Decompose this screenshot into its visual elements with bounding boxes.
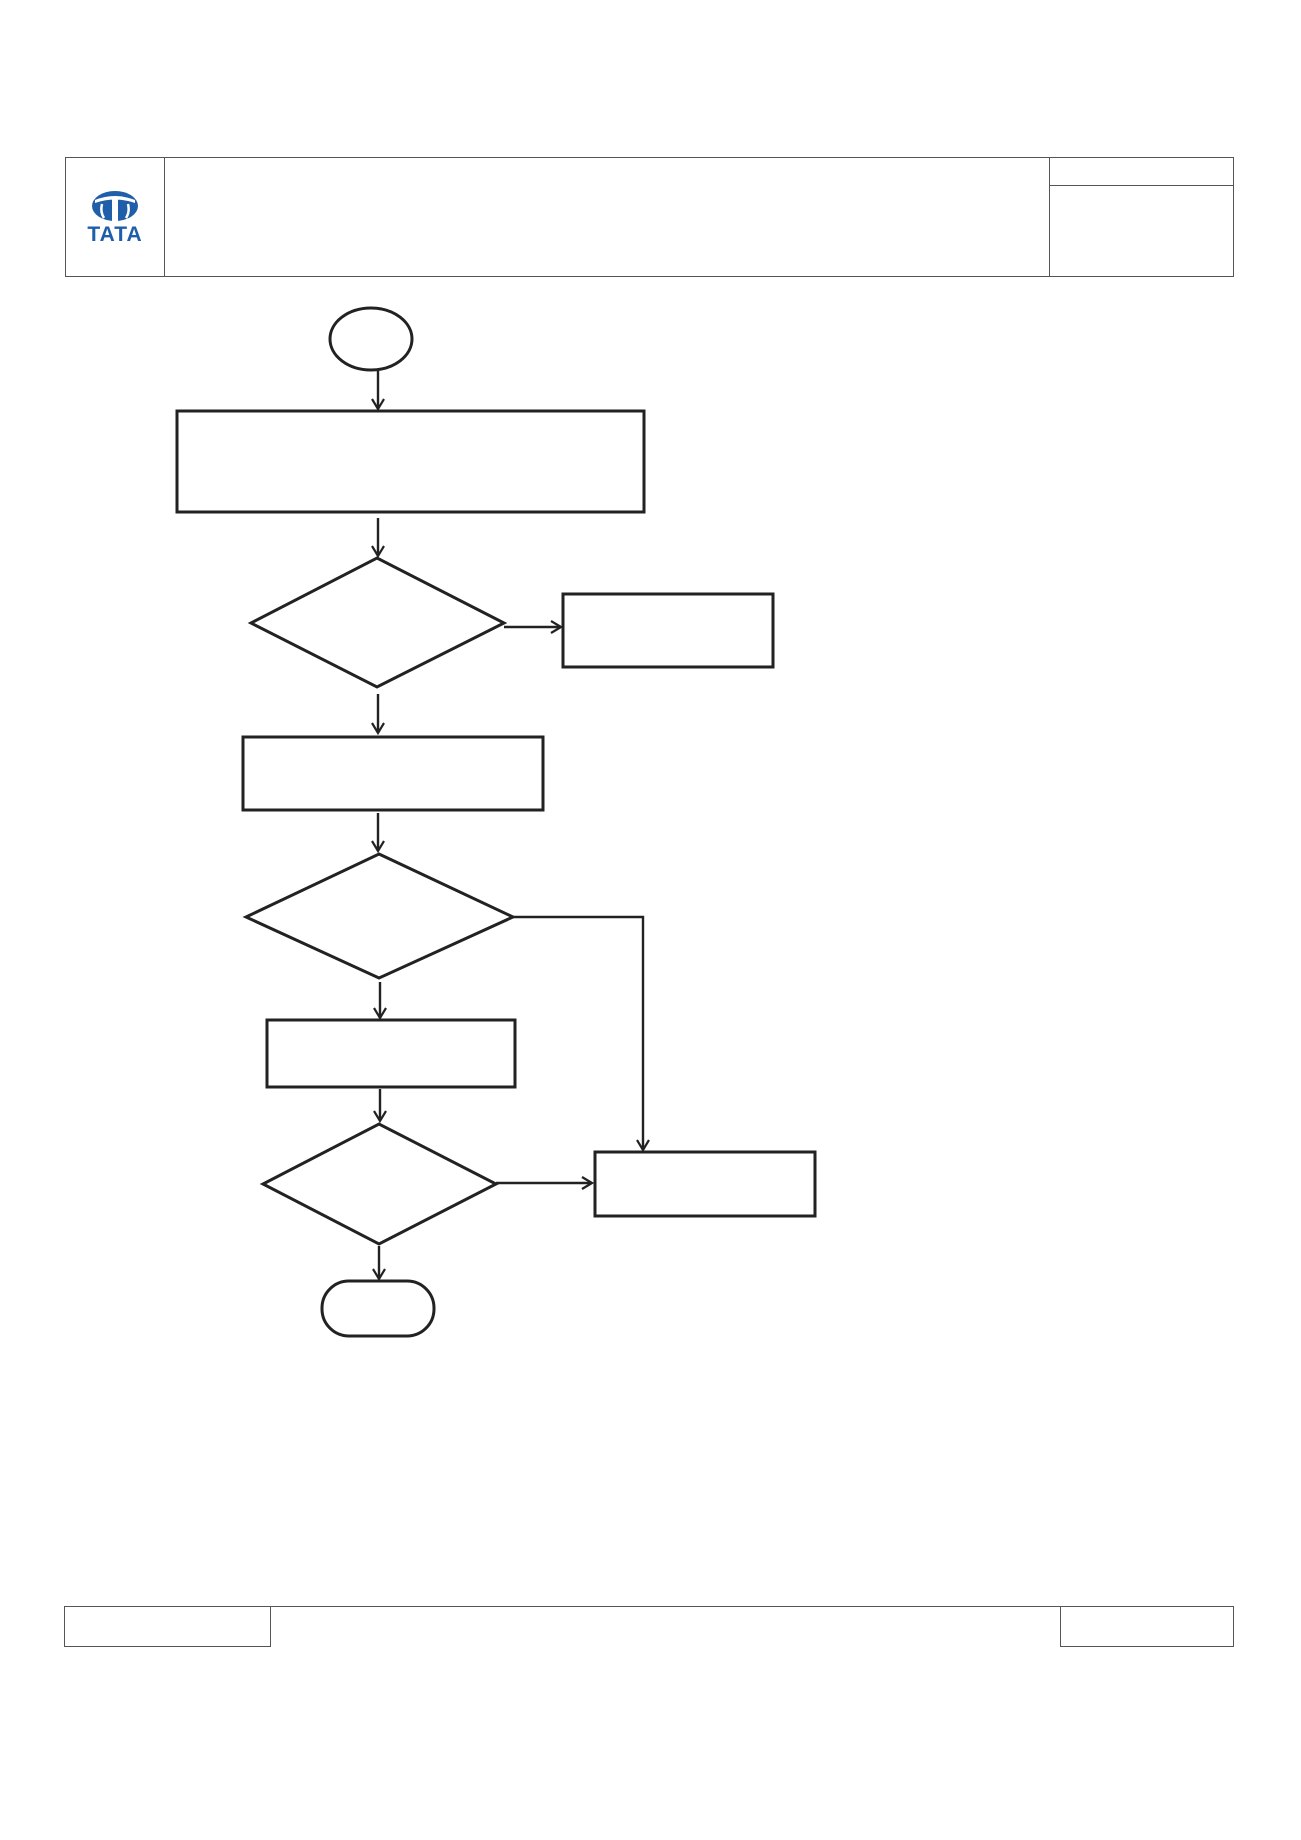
flow-node-process-2 <box>241 735 545 812</box>
document-header-table: TATA <box>65 157 1234 277</box>
flow-node-process-1 <box>175 409 646 514</box>
footer-middle-cell <box>271 1606 1060 1647</box>
flow-node-side-box-1 <box>561 592 775 669</box>
header-meta-cell <box>1050 158 1233 276</box>
logo-wordmark: TATA <box>87 222 143 246</box>
tata-logo: TATA <box>87 190 142 245</box>
flow-edge-decision-2-to-side-box-2 <box>513 915 643 1150</box>
flow-node-decision-1 <box>247 556 508 689</box>
flow-node-start <box>328 306 414 372</box>
flow-node-end <box>320 1279 436 1338</box>
document-footer-table <box>64 1606 1234 1647</box>
flow-node-decision-2 <box>242 852 517 980</box>
footer-left-cell <box>64 1606 271 1647</box>
flow-node-decision-3 <box>259 1122 500 1246</box>
flow-node-process-3 <box>265 1018 517 1089</box>
header-title-cell <box>165 158 1050 276</box>
flow-node-side-box-2 <box>593 1150 817 1218</box>
header-meta-top <box>1050 158 1233 186</box>
tata-emblem-icon <box>92 190 138 221</box>
footer-right-cell <box>1060 1606 1234 1647</box>
logo-cell: TATA <box>66 158 165 276</box>
